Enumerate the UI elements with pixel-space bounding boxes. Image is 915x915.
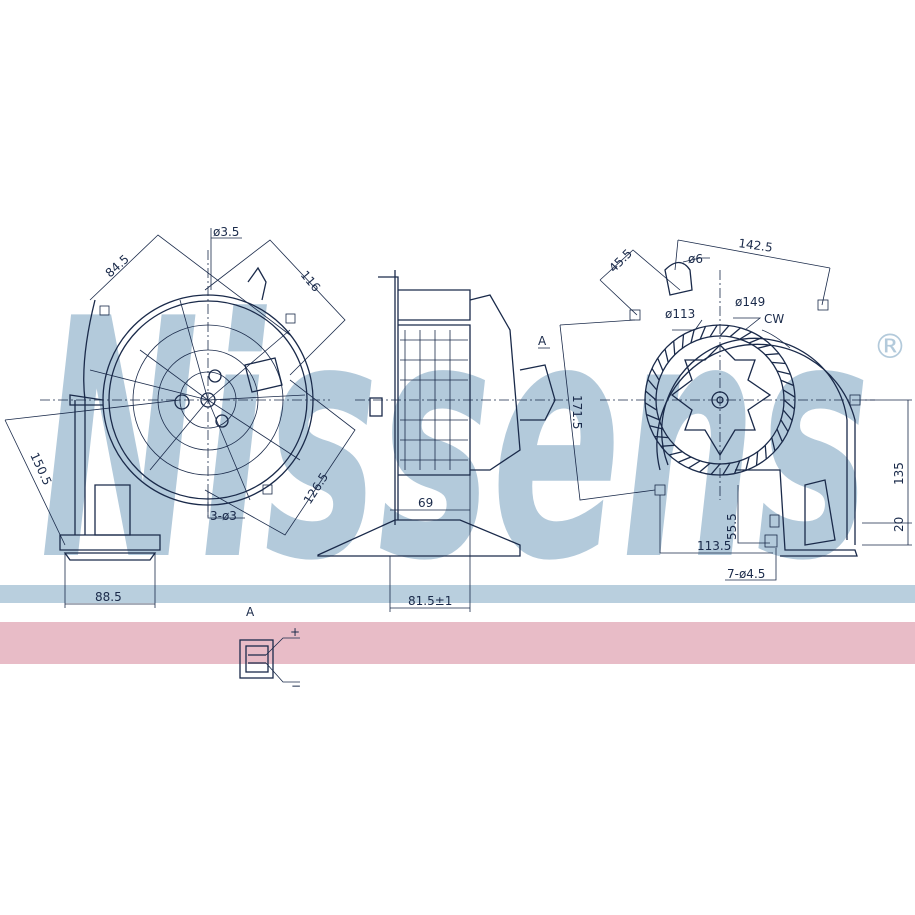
svg-text:171.5: 171.5 (570, 395, 584, 429)
svg-text:ø6: ø6 (688, 252, 703, 266)
svg-text:55.5: 55.5 (725, 513, 739, 540)
impeller-blade (776, 428, 783, 443)
impeller-blade (645, 390, 657, 401)
impeller-blade (644, 402, 658, 411)
svg-text:CW: CW (764, 312, 784, 326)
svg-text:69: 69 (418, 496, 433, 510)
impeller-blade (647, 379, 658, 391)
svg-text:142.5: 142.5 (738, 236, 774, 255)
impeller-blade (722, 462, 731, 476)
impeller-blade (664, 348, 669, 363)
impeller-blade (782, 389, 796, 398)
impeller-blade (657, 357, 664, 372)
impeller-blade (757, 344, 772, 349)
impeller-blade (688, 460, 701, 469)
impeller-blade (654, 435, 669, 439)
impeller (644, 324, 796, 476)
svg-text:Nissens: Nissens (40, 249, 870, 633)
impeller-blade (771, 361, 786, 365)
svg-text:20: 20 (892, 517, 906, 532)
svg-text:®: ® (873, 327, 907, 367)
svg-text:+: + (290, 625, 300, 639)
svg-text:3-ø3: 3-ø3 (210, 509, 237, 523)
impeller-blade (719, 325, 730, 337)
svg-text:7-ø4.5: 7-ø4.5 (727, 567, 765, 581)
impeller-blade (668, 451, 683, 456)
impeller-blade (709, 324, 718, 338)
impeller-blade (765, 353, 780, 356)
impeller-blade (755, 451, 759, 466)
svg-text:ø149: ø149 (735, 295, 765, 309)
svg-text:A: A (246, 605, 255, 619)
impeller-blade (780, 419, 789, 432)
impeller-blade (646, 413, 660, 421)
impeller-blade (733, 460, 741, 474)
svg-text:81.5±1: 81.5±1 (408, 594, 452, 608)
impeller-blade (673, 340, 676, 355)
blue-stripe (0, 585, 915, 603)
impeller-blade (739, 331, 752, 340)
impeller-blade (710, 463, 721, 475)
impeller-blade (649, 425, 664, 430)
impeller-blade (699, 462, 711, 473)
rear-view: 45.5 ø6 142.5 ø113 ø149 CW 171.5 135 55.… (559, 236, 912, 581)
impeller-blade (783, 399, 795, 410)
svg-text:ø3.5: ø3.5 (213, 225, 239, 239)
impeller-blade (748, 337, 763, 344)
impeller-blade (651, 368, 660, 381)
impeller-blade (677, 456, 692, 463)
impeller-blade (782, 409, 793, 421)
impeller-blade (745, 456, 750, 471)
svg-text:ø113: ø113 (665, 307, 695, 321)
impeller-blade (699, 326, 707, 340)
impeller-blade (776, 370, 791, 375)
svg-text:88.5: 88.5 (95, 590, 122, 604)
impeller-blade (764, 445, 767, 460)
impeller-blade (681, 334, 685, 349)
pink-stripe (0, 622, 915, 664)
svg-text:−: − (291, 679, 301, 693)
connector-detail-a: A + − (239, 605, 301, 693)
impeller-blade (771, 437, 776, 452)
impeller-blade (690, 329, 695, 344)
svg-text:135: 135 (892, 462, 906, 485)
side-view: 69 81.5±1 A (317, 270, 570, 612)
nissens-watermark: Nissens ® (40, 249, 907, 633)
impeller-blade (729, 327, 741, 338)
impeller-blade (660, 444, 675, 447)
impeller-blade (780, 379, 794, 387)
svg-text:113.5: 113.5 (697, 539, 731, 553)
svg-text:A: A (538, 334, 547, 348)
